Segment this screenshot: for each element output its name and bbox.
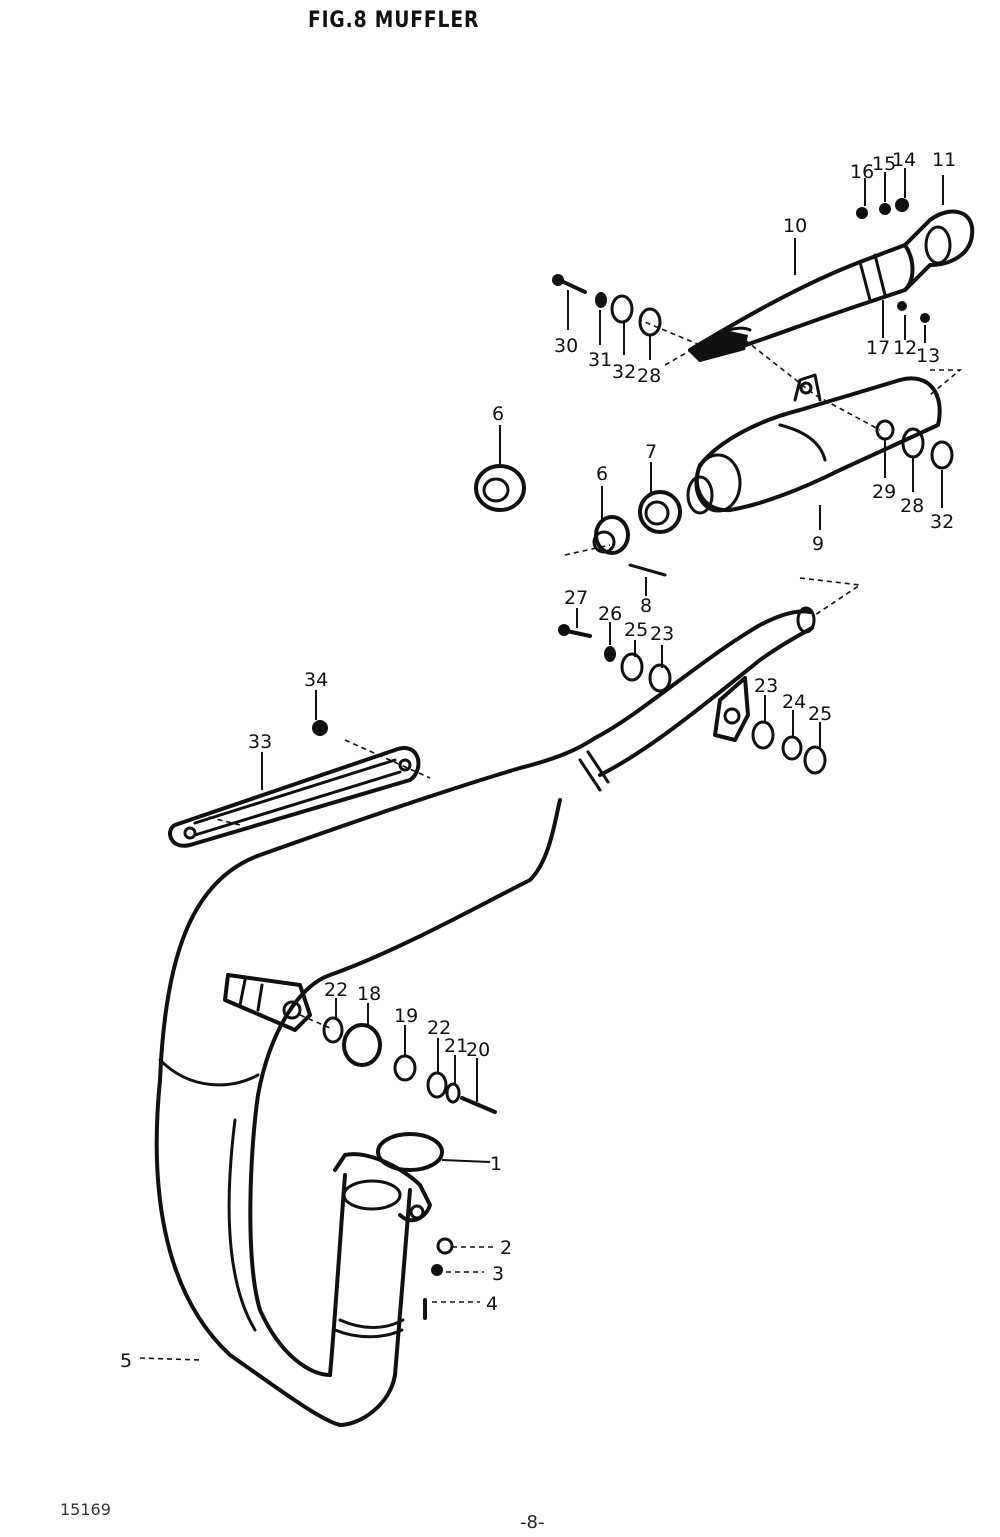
- heat-guard: [168, 746, 421, 848]
- callout-10: 10: [783, 215, 807, 237]
- callout-23b: 23: [754, 675, 778, 697]
- callout-27: 27: [564, 587, 588, 609]
- callout-28b: 28: [900, 495, 924, 517]
- callout-5: 5: [120, 1350, 132, 1372]
- callout-7: 7: [645, 441, 657, 463]
- callout-1: 1: [490, 1153, 502, 1175]
- callout-18: 18: [357, 983, 381, 1005]
- callout-25a: 25: [624, 619, 648, 641]
- leader-lines: [139, 168, 944, 1361]
- exhaust-pipe-outline: [154, 606, 816, 1427]
- callout-29: 29: [872, 481, 896, 503]
- figure-title: FIG.8 MUFFLER: [308, 8, 480, 33]
- callout-16: 16: [850, 161, 874, 183]
- callout-23a: 23: [650, 623, 674, 645]
- callout-14: 14: [892, 149, 916, 171]
- callout-4: 4: [486, 1293, 498, 1315]
- callout-25b: 25: [808, 703, 832, 725]
- callout-33: 33: [248, 731, 272, 753]
- callout-19: 19: [394, 1005, 418, 1027]
- callout-32a: 32: [612, 361, 636, 383]
- callout-21: 21: [444, 1035, 468, 1057]
- callout-22a: 22: [324, 979, 348, 1001]
- callout-30: 30: [554, 335, 578, 357]
- callout-32b: 32: [930, 511, 954, 533]
- callout-6a: 6: [492, 403, 504, 425]
- callout-22b: 22: [427, 1017, 451, 1039]
- callout-13: 13: [916, 345, 940, 367]
- callout-6b: 6: [596, 463, 608, 485]
- callout-31: 31: [588, 349, 612, 371]
- callout-17: 17: [866, 337, 890, 359]
- callout-9: 9: [812, 533, 824, 555]
- drawing-code: 15169: [60, 1500, 111, 1519]
- callout-20: 20: [466, 1039, 490, 1061]
- callout-26: 26: [598, 603, 622, 625]
- hardware-parts: [312, 198, 954, 1320]
- callout-34: 34: [304, 669, 328, 691]
- tail-pipe: [688, 209, 975, 362]
- callout-15: 15: [872, 153, 896, 175]
- callout-labels: 1 2 3 4 5 6 6 7 8 9 10 11 12 13 14 15 16…: [120, 149, 956, 1372]
- callout-24: 24: [782, 691, 806, 713]
- callout-2: 2: [500, 1237, 512, 1259]
- page-number: -8-: [520, 1512, 545, 1533]
- alignment-lines: [199, 319, 963, 1029]
- callout-3: 3: [492, 1263, 504, 1285]
- callout-28a: 28: [637, 365, 661, 387]
- callout-12: 12: [893, 337, 917, 359]
- callout-8: 8: [640, 595, 652, 617]
- silencer-body: [686, 373, 942, 515]
- callout-11: 11: [932, 149, 956, 171]
